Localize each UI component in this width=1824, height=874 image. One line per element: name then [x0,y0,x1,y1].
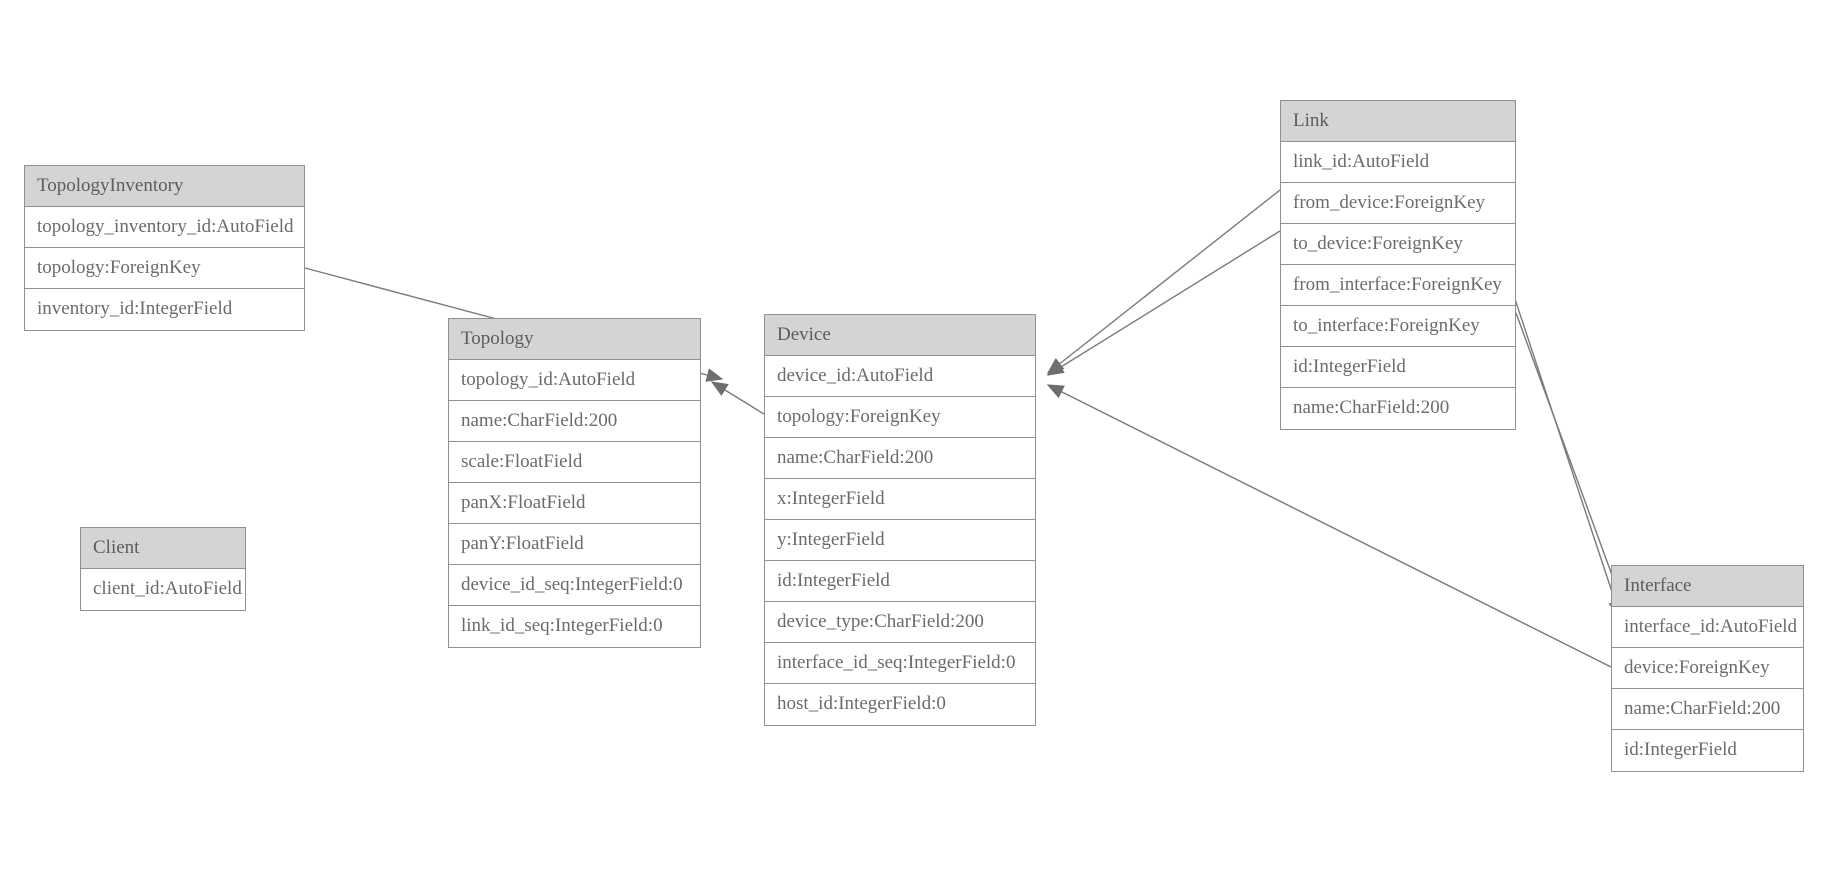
relationship-edge [1046,189,1281,374]
entity-field-row: name:CharField:200 [1612,689,1803,730]
entity-field-row: link_id:AutoField [1281,142,1515,183]
entity-field-row: scale:FloatField [449,442,700,483]
relationship-edge [1505,271,1622,618]
entity-field-row: link_id_seq:IntegerField:0 [449,606,700,647]
entity-field-row: inventory_id:IntegerField [25,289,304,330]
entity-field-row: from_interface:ForeignKey [1281,265,1515,306]
entity-field-row: device_id:AutoField [765,356,1035,397]
entity-field-row: interface_id_seq:IntegerField:0 [765,643,1035,684]
entity-field-row: from_device:ForeignKey [1281,183,1515,224]
entity-field-row: panX:FloatField [449,483,700,524]
entity-field-row: panY:FloatField [449,524,700,565]
entity-field-row: id:IntegerField [765,561,1035,602]
entity-topology[interactable]: Topology topology_id:AutoField name:Char… [448,318,701,648]
entity-field-row: host_id:IntegerField:0 [765,684,1035,725]
entity-field-row: y:IntegerField [765,520,1035,561]
entity-link[interactable]: Link link_id:AutoField from_device:Forei… [1280,100,1516,430]
entity-title: Topology [449,319,700,360]
entity-field-row: device_type:CharField:200 [765,602,1035,643]
entity-field-row: topology:ForeignKey [25,248,304,289]
entity-field-row: device_id_seq:IntegerField:0 [449,565,700,606]
entity-field-row: topology_inventory_id:AutoField [25,207,304,248]
entity-field-row: to_device:ForeignKey [1281,224,1515,265]
entity-field-row: topology_id:AutoField [449,360,700,401]
entity-device[interactable]: Device device_id:AutoField topology:Fore… [764,314,1036,726]
entity-field-row: to_interface:ForeignKey [1281,306,1515,347]
entity-field-row: topology:ForeignKey [765,397,1035,438]
entity-title: Interface [1612,566,1803,607]
entity-topology-inventory[interactable]: TopologyInventory topology_inventory_id:… [24,165,305,331]
relationship-edge [710,381,765,415]
entity-field-row: id:IntegerField [1612,730,1803,771]
entity-field-row: name:CharField:200 [765,438,1035,479]
entity-title: Device [765,315,1035,356]
entity-field-row: id:IntegerField [1281,347,1515,388]
entity-field-row: interface_id:AutoField [1612,607,1803,648]
entity-field-row: device:ForeignKey [1612,648,1803,689]
entity-title: Link [1281,101,1515,142]
entity-field-row: x:IntegerField [765,479,1035,520]
entity-field-row: name:CharField:200 [1281,388,1515,429]
entity-title: TopologyInventory [25,166,304,207]
entity-title: Client [81,528,245,569]
entity-field-row: name:CharField:200 [449,401,700,442]
entity-field-row: client_id:AutoField [81,569,245,610]
entity-client[interactable]: Client client_id:AutoField [80,527,246,611]
relationship-edge [1046,230,1281,376]
entity-interface[interactable]: Interface interface_id:AutoField device:… [1611,565,1804,772]
